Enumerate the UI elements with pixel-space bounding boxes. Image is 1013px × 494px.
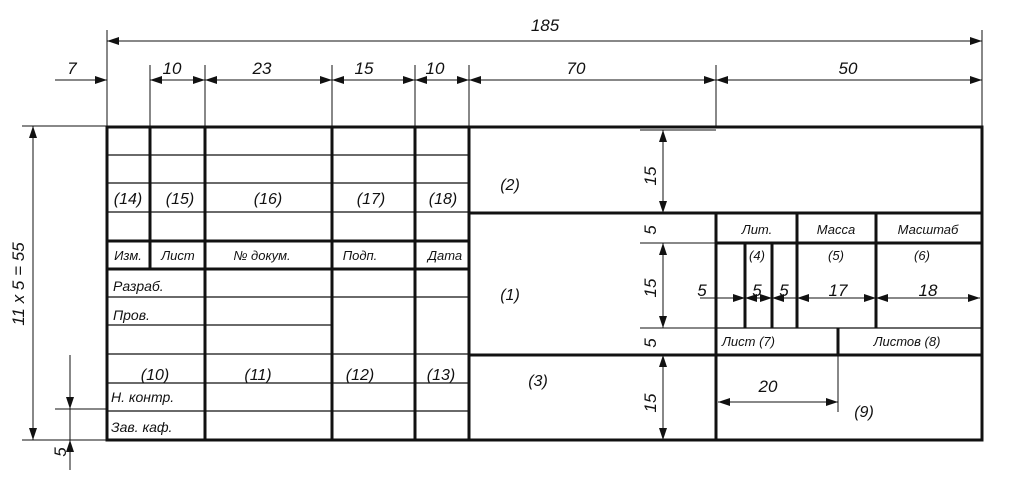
dim-lit-5c: 5 [779,281,789,300]
sig-number-10: (10) [141,367,169,384]
dim-col-50: 50 [839,59,858,78]
field-5: (5) [828,248,844,263]
dim-scale-18: 18 [919,281,938,300]
main-fields: (2) (1) (3) (9) [500,177,874,421]
dim-lit-5b: 5 [752,281,762,300]
role-developer: Разраб. [113,278,164,294]
header-doc-number: № докум. [233,248,290,263]
title-block-frame [105,125,984,442]
dim-lit-5a: 5 [697,281,707,300]
rev-number-15: (15) [166,191,194,208]
dim-7: 7 [67,59,77,78]
dim-row-15-mid: 15 [641,278,660,297]
label-sheet: Лист (7) [721,334,775,349]
rev-number-17: (17) [357,191,385,208]
header-izm: Изм. [114,248,142,263]
dim-col-70: 70 [567,59,586,78]
sig-number-12: (12) [346,367,374,384]
header-signature: Подп. [343,248,378,263]
dim-col-15: 15 [355,59,374,78]
dim-col-10a: 10 [163,59,182,78]
label-scale: Масштаб [898,222,959,237]
label-mass: Масса [817,222,855,237]
dim-185: 185 [531,16,560,35]
label-sheets: Листов (8) [873,334,941,349]
role-norm-control: Н. контр. [111,389,174,405]
dim-overall-height: 11 x 5 = 55 [9,242,28,326]
role-head-dept: Зав. каф. [111,419,172,435]
field-4: (4) [749,248,765,263]
field-3: (3) [528,373,548,390]
dimension-texts: 185 7 10 23 15 10 70 50 11 x 5 = 55 5 15… [9,16,938,457]
rev-number-14: (14) [114,191,142,208]
revision-block: (14) (15) (16) (17) (18) Изм. Лист № док… [114,191,462,263]
label-lit: Лит. [741,222,772,237]
field-1: (1) [500,287,520,304]
field-9: (9) [854,404,874,421]
dim-row-5-a: 5 [641,225,660,235]
dim-row-15-bottom: 15 [641,393,660,412]
dim-col-23: 23 [252,59,272,78]
dim-row-15-top: 15 [641,166,660,185]
role-checker: Пров. [113,307,150,323]
dim-row-5-b: 5 [641,338,660,348]
header-date: Дата [426,248,462,263]
rev-number-18: (18) [429,191,457,208]
dim-col-10b: 10 [426,59,445,78]
field-6: (6) [914,248,930,263]
dim-code-20: 20 [758,377,778,396]
dim-mass-17: 17 [829,281,848,300]
info-block: Лит. Масса Масштаб (4) (5) (6) Лист (7) … [721,222,959,349]
sig-number-11: (11) [244,367,271,384]
header-list: Лист [160,248,195,263]
signature-block: Разраб. Пров. Н. контр. Зав. каф. (10) (… [111,278,455,435]
dimension-lines [29,37,982,470]
dim-bottom-5: 5 [51,447,70,457]
rev-number-16: (16) [254,191,282,208]
sig-number-13: (13) [427,367,455,384]
field-2: (2) [500,177,520,194]
